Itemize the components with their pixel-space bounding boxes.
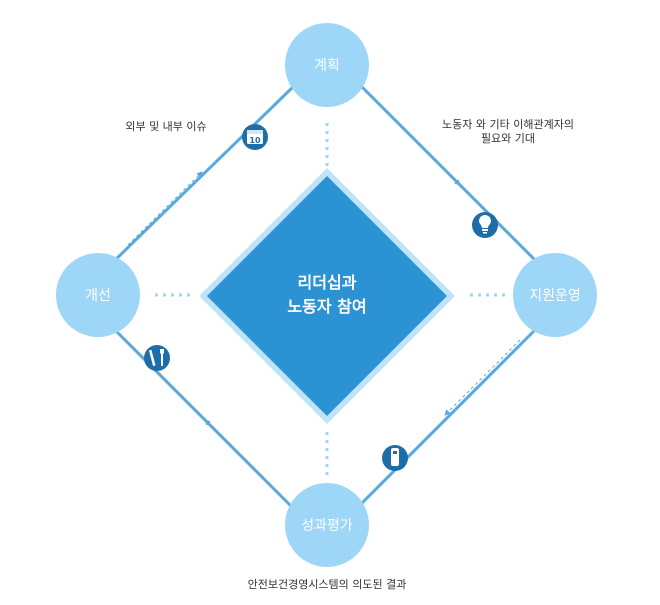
arrow-right-bottom — [444, 339, 521, 416]
annotation-bottom: 안전보건경영시스템의 의도된 결과 — [248, 578, 407, 591]
node-support-label: 지원운영 — [529, 288, 581, 304]
tools-icon — [144, 345, 170, 371]
annotation-top-right-line2: 필요와 기대 — [481, 132, 535, 145]
node-plan: 계획 — [285, 23, 369, 107]
center-connectors — [155, 123, 505, 478]
node-support: 지원운영 — [513, 253, 597, 337]
lightbulb-icon — [472, 212, 498, 238]
center-label-line1: 리더십과 — [298, 273, 357, 292]
flow-arrows — [127, 89, 521, 496]
center-diamond — [207, 176, 447, 416]
arrow-left-top — [127, 171, 203, 246]
arrow-top-right — [364, 89, 461, 186]
node-evaluation: 성과평가 — [285, 483, 369, 567]
center-label-line2: 노동자 참여 — [287, 297, 366, 316]
line-bottom-left — [108, 323, 297, 512]
node-improvement-label: 개선 — [85, 288, 111, 304]
annotation-top-left: 외부 및 내부 이슈 — [125, 120, 206, 133]
node-improvement: 개선 — [56, 253, 140, 337]
usb-device-icon — [382, 445, 408, 471]
node-plan-label: 계획 — [314, 58, 340, 74]
node-evaluation-label: 성과평가 — [301, 518, 353, 534]
calendar-icon: 10 — [242, 124, 268, 150]
annotation-top-right-line1: 노동자 와 기타 이해관계자의 — [442, 117, 574, 131]
line-right-bottom — [353, 323, 542, 512]
calendar-icon-text: 10 — [249, 136, 261, 145]
